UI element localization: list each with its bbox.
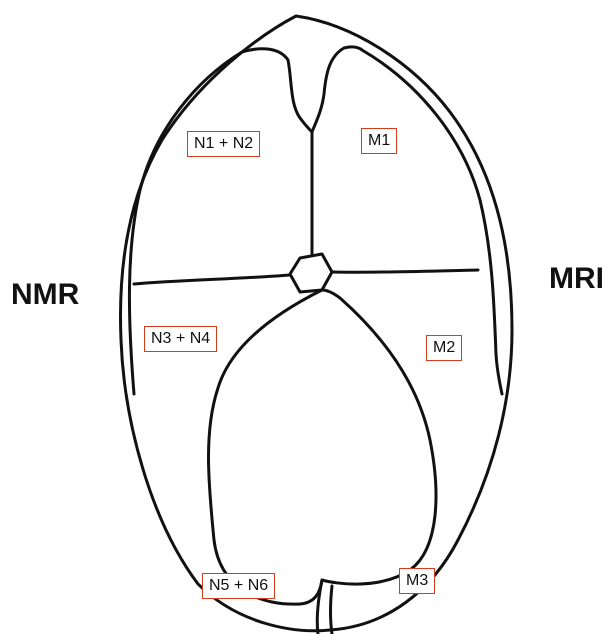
- upper-notch: [242, 47, 362, 132]
- lower-loop: [209, 290, 436, 604]
- region-label-n1-n2: N1 + N2: [187, 131, 260, 157]
- nmr-side-label: NMR: [11, 280, 79, 310]
- horizontal-suture: [134, 270, 478, 284]
- bottom-stem: [317, 580, 332, 634]
- region-label-m1: M1: [361, 128, 397, 154]
- region-label-m3: M3: [399, 568, 435, 594]
- region-label-n3-n4: N3 + N4: [144, 326, 217, 352]
- region-label-m2: M2: [426, 335, 462, 361]
- central-node: [290, 254, 332, 292]
- mri-side-label: MRI: [549, 264, 604, 294]
- region-label-n5-n6: N5 + N6: [202, 573, 275, 599]
